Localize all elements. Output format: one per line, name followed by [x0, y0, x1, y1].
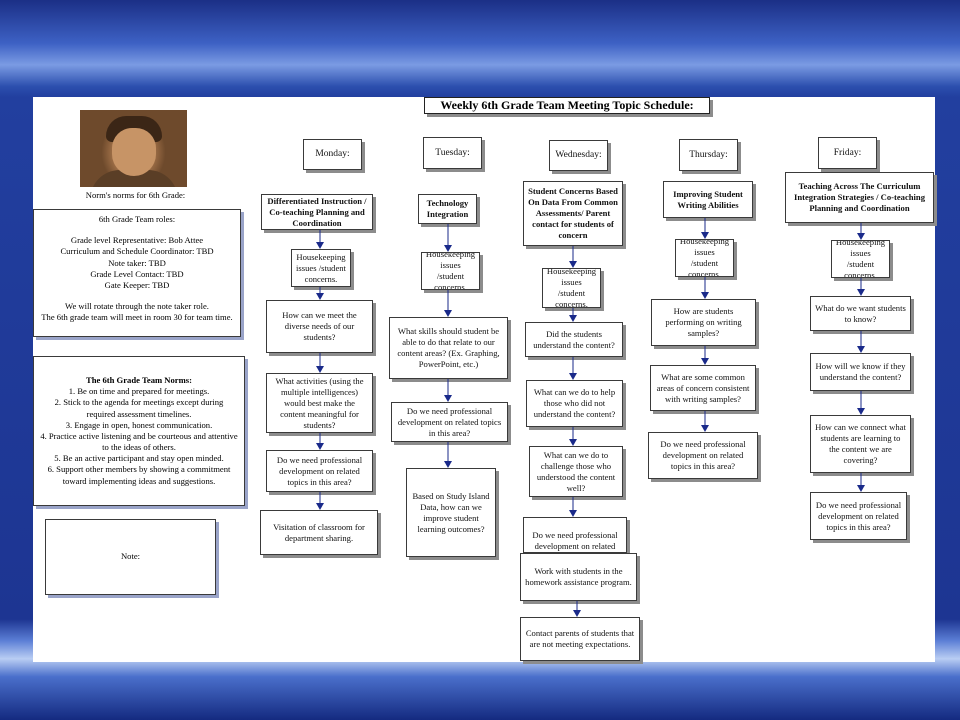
wednesday-step-4: What can we do to challenge those who un…	[529, 446, 623, 497]
team-norms-box: The 6th Grade Team Norms: 1. Be on time …	[33, 356, 245, 506]
wednesday-step-6: Work with students in the homework assis…	[520, 553, 637, 601]
monday-step-5: Visitation of classroom for department s…	[260, 510, 378, 555]
friday-step-3: How will we know if they understand the …	[810, 353, 911, 391]
norms-heading: The 6th Grade Team Norms:	[86, 375, 192, 385]
tuesday-step-1: Housekeeping issues /student concerns.	[421, 252, 480, 290]
wednesday-step-2: Did the students understand the content?	[525, 322, 623, 357]
slide: Weekly 6th Grade Team Meeting Topic Sche…	[33, 97, 935, 662]
norm-item: 4. Practice active listening and be cour…	[40, 430, 238, 453]
monday-step-1: Housekeeping issues /student concerns.	[291, 249, 351, 287]
day-wednesday: Wednesday:	[549, 140, 608, 171]
note-label: Note:	[120, 551, 141, 562]
monday-step-4: Do we need professional development on r…	[266, 450, 373, 492]
note-box: Note:	[45, 519, 216, 595]
role-line: Grade Level Contact: TBD	[90, 268, 184, 279]
day-monday: Monday:	[303, 139, 362, 170]
friday-step-1: Housekeeping issues /student concerns.	[831, 240, 890, 278]
norm-item: 3. Engage in open, honest communication.	[65, 419, 213, 430]
thursday-step-2: How are students performing on writing s…	[651, 299, 756, 346]
roles-heading: 6th Grade Team roles:	[98, 214, 176, 224]
role-line: Note taker: TBD	[108, 257, 166, 268]
monday-topic: Differentiated Instruction / Co-teaching…	[261, 194, 373, 230]
day-tuesday: Tuesday:	[423, 137, 482, 169]
norm-item: 6. Support other members by showing a co…	[47, 464, 231, 486]
flow-arrows	[316, 218, 865, 617]
wednesday-topic: Student Concerns Based On Data From Comm…	[523, 181, 623, 246]
role-line: Gate Keeper: TBD	[104, 279, 170, 290]
tuesday-step-4: Based on Study Island Data, how can we i…	[406, 468, 496, 557]
role-line: Curriculum and Schedule Coordinator: TBD	[60, 246, 214, 257]
role-note: We will rotate through the note taker ro…	[65, 301, 209, 312]
team-roles-box: 6th Grade Team roles: Grade level Repres…	[33, 209, 241, 337]
role-line: Grade level Representative: Bob Attee	[70, 235, 204, 246]
friday-step-5: Do we need professional development on r…	[810, 492, 907, 540]
monday-step-3: What activities (using the multiple inte…	[266, 373, 373, 433]
norm-item: 1. Be on time and prepared for meetings.	[68, 386, 210, 397]
wednesday-step-3: What can we do to help those who did not…	[526, 380, 623, 427]
tuesday-topic: Technology Integration	[418, 194, 477, 224]
thursday-step-3: What are some common areas of concern co…	[650, 365, 756, 411]
day-friday: Friday:	[818, 137, 877, 169]
thursday-topic: Improving Student Writing Abilities	[663, 181, 753, 218]
wednesday-step-1: Housekeeping issues /student concerns.	[542, 268, 601, 308]
schedule-title: Weekly 6th Grade Team Meeting Topic Sche…	[424, 97, 710, 114]
photo-caption: Norm's norms for 6th Grade:	[85, 190, 186, 200]
norm-photo	[80, 110, 187, 187]
friday-step-2: What do we want students to know?	[810, 296, 911, 331]
thursday-step-4: Do we need professional development on r…	[648, 432, 758, 479]
day-thursday: Thursday:	[679, 139, 738, 171]
monday-step-2: How can we meet the diverse needs of our…	[266, 300, 373, 353]
tuesday-step-2: What skills should student be able to do…	[389, 317, 508, 379]
tuesday-step-3: Do we need professional development on r…	[391, 402, 508, 442]
norm-item: 5. Be an active participant and stay ope…	[54, 453, 224, 464]
wednesday-step-7: Contact parents of students that are not…	[520, 617, 640, 661]
role-note: The 6th grade team will meet in room 30 …	[41, 312, 233, 323]
thursday-step-1: Housekeeping issues /student concerns.	[675, 239, 734, 277]
wednesday-step-5: Do we need professional development on r…	[523, 517, 627, 553]
friday-step-4: How can we connect what students are lea…	[810, 415, 911, 473]
friday-topic: Teaching Across The Curriculum Integrati…	[785, 172, 934, 223]
norm-item: 2. Stick to the agenda for meetings exce…	[54, 397, 224, 419]
